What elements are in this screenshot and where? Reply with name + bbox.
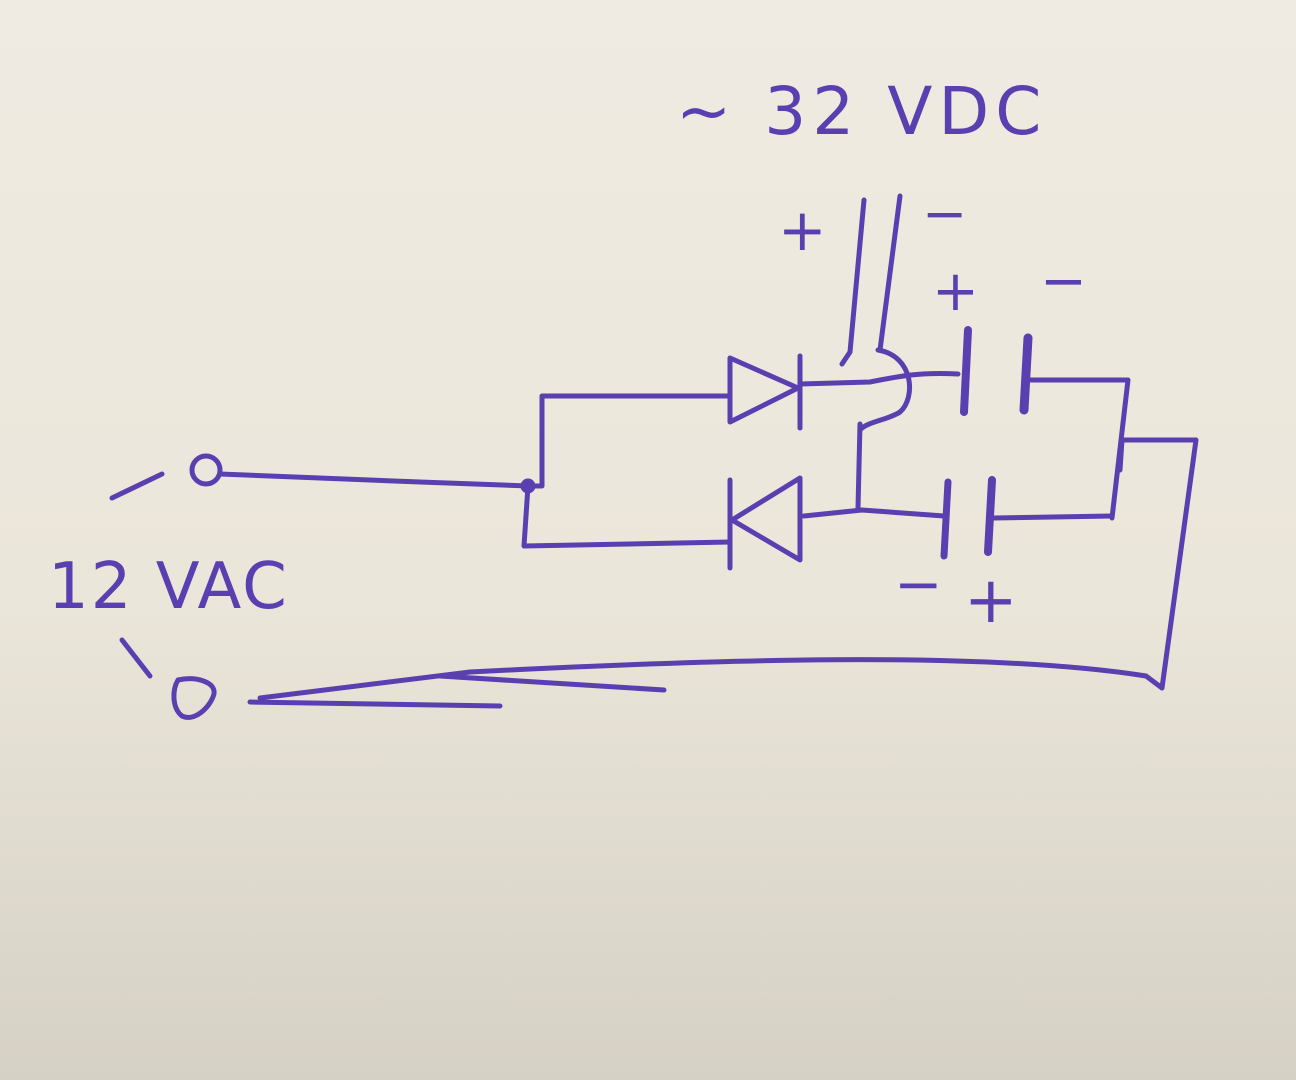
wire-input-top <box>217 471 531 489</box>
diode-bottom[interactable] <box>727 475 803 571</box>
output-plus-sign: + <box>778 196 827 264</box>
cap1-plus-sign: + <box>932 259 979 324</box>
wire-return-overstroke <box>247 673 667 709</box>
cap1-minus-sign: − <box>1040 249 1087 314</box>
capacitor-top[interactable] <box>960 326 1033 416</box>
wire-diode-bus <box>521 393 733 549</box>
wire-diode-bottom-to-cap2 <box>801 507 947 519</box>
input-tick-top <box>109 471 165 501</box>
input-terminal-top <box>189 453 223 487</box>
wire-middle-node <box>855 421 863 511</box>
wire-return <box>257 437 1199 701</box>
wire-hop <box>857 347 913 433</box>
cap1-plate-plus <box>960 326 972 416</box>
cap2-plate-plus <box>984 476 996 556</box>
diode-top-triangle <box>727 355 801 425</box>
input-terminal-bottom <box>171 676 217 720</box>
cap2-minus-sign: − <box>894 550 943 618</box>
output-voltage-label: ~ 32 VDC <box>676 73 1047 150</box>
output-lead-minus <box>877 193 903 353</box>
output-lead-plus <box>839 197 867 367</box>
output-minus-sign: − <box>922 182 967 245</box>
wire-cap2-right <box>991 513 1115 521</box>
cap2-plate-minus <box>940 478 952 560</box>
diode-top[interactable] <box>727 353 803 431</box>
capacitor-bottom[interactable] <box>940 476 996 560</box>
wire-cap1-right <box>1027 377 1131 521</box>
cap2-plus-sign: + <box>964 564 1018 638</box>
diode-bottom-triangle <box>729 475 803 563</box>
input-voltage-label: 12 VAC <box>48 550 289 624</box>
cap1-plate-minus <box>1019 333 1033 415</box>
input-tick-bottom <box>119 637 153 679</box>
